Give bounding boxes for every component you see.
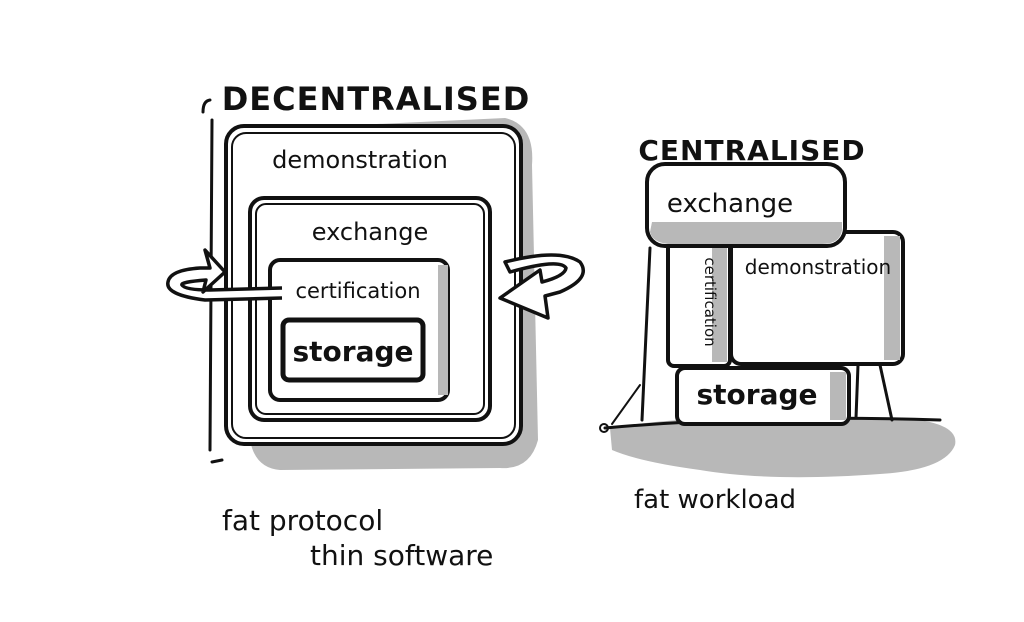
layer-certification-label: certification — [295, 279, 420, 303]
layer-exchange-inner-line — [255, 203, 485, 415]
storage-shade — [830, 372, 846, 420]
layer-storage-box — [280, 317, 426, 383]
block-storage-label: storage — [696, 378, 817, 411]
left-pillar-edge — [640, 246, 652, 422]
demonstration-shade — [884, 236, 900, 360]
centralised-title: CENTRALISED — [638, 134, 865, 167]
rotation-arrow-right-icon — [498, 253, 585, 320]
centralised-caption: fat workload — [634, 485, 796, 515]
certification-block-shade — [712, 242, 727, 362]
layer-storage-label: storage — [292, 335, 413, 368]
layer-demonstration-label: demonstration — [272, 146, 448, 174]
bracket-mark — [201, 98, 212, 114]
left-pillar-brace — [611, 384, 641, 425]
ground-pebble — [599, 423, 609, 433]
decentralised-diagram: DECENTRALISED demonstration exchange cer… — [166, 80, 585, 572]
block-demonstration — [729, 230, 905, 366]
decentralised-caption-line2: thin software — [310, 539, 493, 572]
exchange-shade — [650, 222, 842, 244]
centralised-diagram: CENTRALISED exchange certification demon… — [599, 134, 956, 515]
block-exchange-label: exchange — [667, 189, 793, 219]
layer-exchange-label: exchange — [312, 218, 428, 246]
block-storage — [675, 366, 851, 426]
centralised-ground-shadow — [610, 416, 956, 478]
decentralised-caption-line1: fat protocol — [222, 504, 383, 537]
decentralised-title: DECENTRALISED — [222, 80, 531, 118]
block-demonstration-label: demonstration — [745, 255, 891, 279]
bracket-mark — [210, 458, 224, 464]
rotation-arrow-left-icon — [166, 248, 283, 302]
block-certification-label: certification — [701, 257, 719, 346]
right-leg-inner — [854, 363, 860, 420]
certification-shade — [438, 265, 448, 395]
right-leg — [878, 363, 894, 422]
